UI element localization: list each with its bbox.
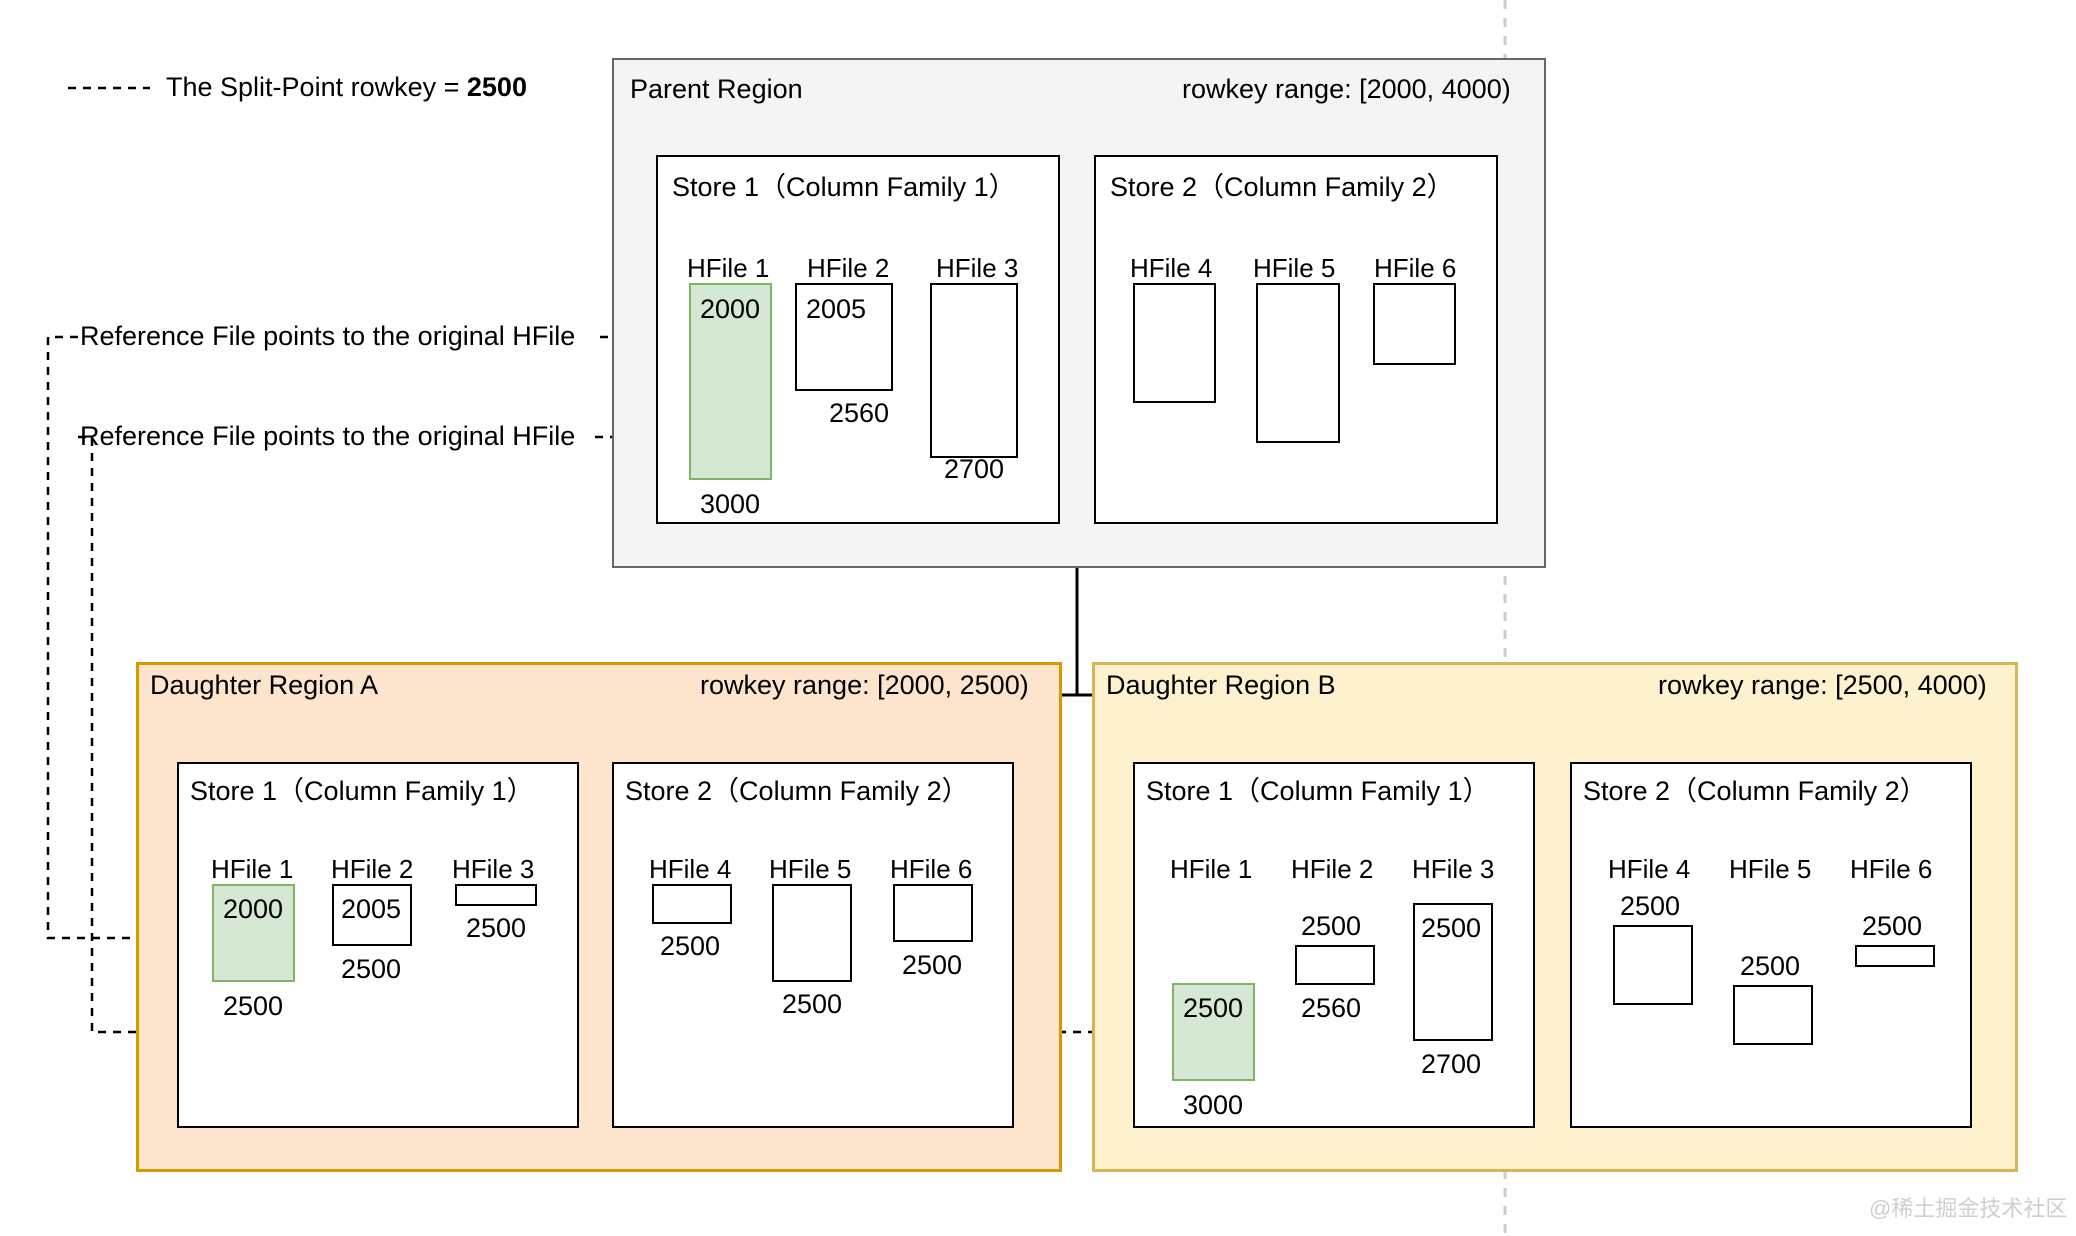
parent-store-2-hfile-4-box	[1133, 283, 1216, 403]
daughter-b-title: Daughter Region B	[1106, 670, 1336, 700]
daughter-b-store-2-hfile-5-top-key: 2500	[1740, 951, 1801, 981]
daughter-a-store-2-hfile-5-label: HFile 5	[769, 854, 852, 884]
daughter-a-store-1-hfile-1-top-key: 2000	[223, 894, 284, 924]
parent-store-1-hfile-2-bottom-key: 2560	[829, 398, 890, 428]
daughter-b-store-2-hfile-4-label: HFile 4	[1608, 854, 1691, 884]
daughter-a-store-1-hfile-2-bottom-key: 2500	[341, 954, 402, 984]
daughter-a-store-2-hfile-4-bottom-key: 2500	[660, 931, 721, 961]
daughter-b-store-2-hfile-6-label: HFile 6	[1850, 854, 1933, 884]
parent-store-1-hfile-1-bottom-key: 3000	[700, 489, 761, 519]
parent-store-2-hfile-4-label: HFile 4	[1130, 253, 1213, 283]
daughter-a-store-1-title: Store 1（Column Family 1）	[190, 776, 534, 806]
daughter-a-store-2-hfile-4-label: HFile 4	[649, 854, 732, 884]
daughter-b-store-2-hfile-6-top-key: 2500	[1862, 911, 1923, 941]
parent-store-1-hfile-1-label: HFile 1	[687, 253, 770, 283]
reference-annotation-2: Reference File points to the original HF…	[80, 421, 576, 451]
daughter-a-store-2-hfile-6-box	[893, 884, 973, 942]
parent-region-title: Parent Region	[630, 74, 803, 104]
parent-store-1-hfile-2-top-key: 2005	[806, 294, 867, 324]
parent-store-2-hfile-5-box	[1256, 283, 1340, 443]
daughter-a-store-2-hfile-4-box	[652, 884, 732, 924]
daughter-b-store-2-hfile-4-top-key: 2500	[1620, 891, 1681, 921]
daughter-a-store-1-hfile-1-label: HFile 1	[211, 854, 294, 884]
daughter-b-store-2-hfile-5-box	[1733, 985, 1813, 1045]
daughter-b-store-1-hfile-2-label: HFile 2	[1291, 854, 1374, 884]
parent-store-1-hfile-3-bottom-key: 2700	[944, 454, 1005, 484]
daughter-a-store-2-hfile-6-bottom-key: 2500	[902, 950, 963, 980]
daughter-b-store-1-hfile-3-box	[1413, 903, 1493, 1041]
daughter-b-store-1-title: Store 1（Column Family 1）	[1146, 776, 1490, 806]
daughter-b-store-1-hfile-1-bottom-key: 3000	[1183, 1090, 1244, 1120]
legend-label: The Split-Point rowkey = 2500	[166, 72, 527, 102]
daughter-a-store-1-hfile-1-bottom-key: 2500	[223, 991, 284, 1021]
daughter-b-range: rowkey range: [2500, 4000)	[1658, 670, 1987, 700]
daughter-a-store-2-title: Store 2（Column Family 2）	[625, 776, 969, 806]
daughter-b-store-1-hfile-1-label: HFile 1	[1170, 854, 1253, 884]
parent-store-1-hfile-1-box	[689, 283, 772, 480]
daughter-a-store-1-hfile-3-label: HFile 3	[452, 854, 535, 884]
parent-store-1-hfile-2-label: HFile 2	[807, 253, 890, 283]
daughter-a-store-1-hfile-2-label: HFile 2	[331, 854, 414, 884]
daughter-a-range: rowkey range: [2000, 2500)	[700, 670, 1029, 700]
daughter-a-title: Daughter Region A	[150, 670, 379, 700]
daughter-a-store-1-hfile-3-box	[455, 884, 537, 906]
daughter-b-store-2-hfile-5-label: HFile 5	[1729, 854, 1812, 884]
parent-store-1-hfile-2-box	[795, 283, 893, 391]
daughter-a-store-1-hfile-3-bottom-key: 2500	[466, 913, 527, 943]
daughter-b-store-1-hfile-3-label: HFile 3	[1412, 854, 1495, 884]
daughter-a-store-1-hfile-2-box	[332, 884, 412, 946]
parent-store-2-hfile-6-box	[1373, 283, 1456, 365]
daughter-b-store-1-hfile-1-top-key: 2500	[1183, 993, 1244, 1023]
daughter-a-store-1-hfile-2-top-key: 2005	[341, 894, 402, 924]
daughter-b-store-2-hfile-4-box	[1613, 925, 1693, 1005]
parent-store-2-title: Store 2（Column Family 2）	[1110, 172, 1454, 202]
daughter-b-store-1-hfile-3-top-key: 2500	[1421, 913, 1482, 943]
parent-region-range: rowkey range: [2000, 4000)	[1182, 74, 1511, 104]
daughter-b-store-1-hfile-2-box	[1295, 945, 1375, 985]
watermark: @稀土掘金技术社区	[1869, 1196, 2068, 1221]
parent-store-1-hfile-1-top-key: 2000	[700, 294, 761, 324]
parent-store-2-hfile-6-label: HFile 6	[1374, 253, 1457, 283]
daughter-a-store-2-hfile-5-bottom-key: 2500	[782, 989, 843, 1019]
daughter-b-store-2-hfile-6-box	[1855, 945, 1935, 967]
daughter-b-store-1-hfile-3-bottom-key: 2700	[1421, 1049, 1482, 1079]
daughter-a-store-1-hfile-1-box	[212, 884, 295, 982]
daughter-a-store-2-hfile-6-label: HFile 6	[890, 854, 973, 884]
daughter-b-store-1-hfile-2-bottom-key: 2560	[1301, 993, 1362, 1023]
parent-store-1-hfile-3-box	[930, 283, 1018, 458]
parent-store-2-hfile-5-label: HFile 5	[1253, 253, 1336, 283]
parent-store-1-title: Store 1（Column Family 1）	[672, 172, 1016, 202]
daughter-a-store-2-hfile-5-box	[772, 884, 852, 982]
daughter-b-store-1-hfile-1-box	[1172, 983, 1255, 1081]
daughter-b-store-2-title: Store 2（Column Family 2）	[1583, 776, 1927, 806]
reference-annotation-1: Reference File points to the original HF…	[80, 321, 576, 351]
parent-store-1-hfile-3-label: HFile 3	[936, 253, 1019, 283]
daughter-b-store-1-hfile-2-top-key: 2500	[1301, 911, 1362, 941]
